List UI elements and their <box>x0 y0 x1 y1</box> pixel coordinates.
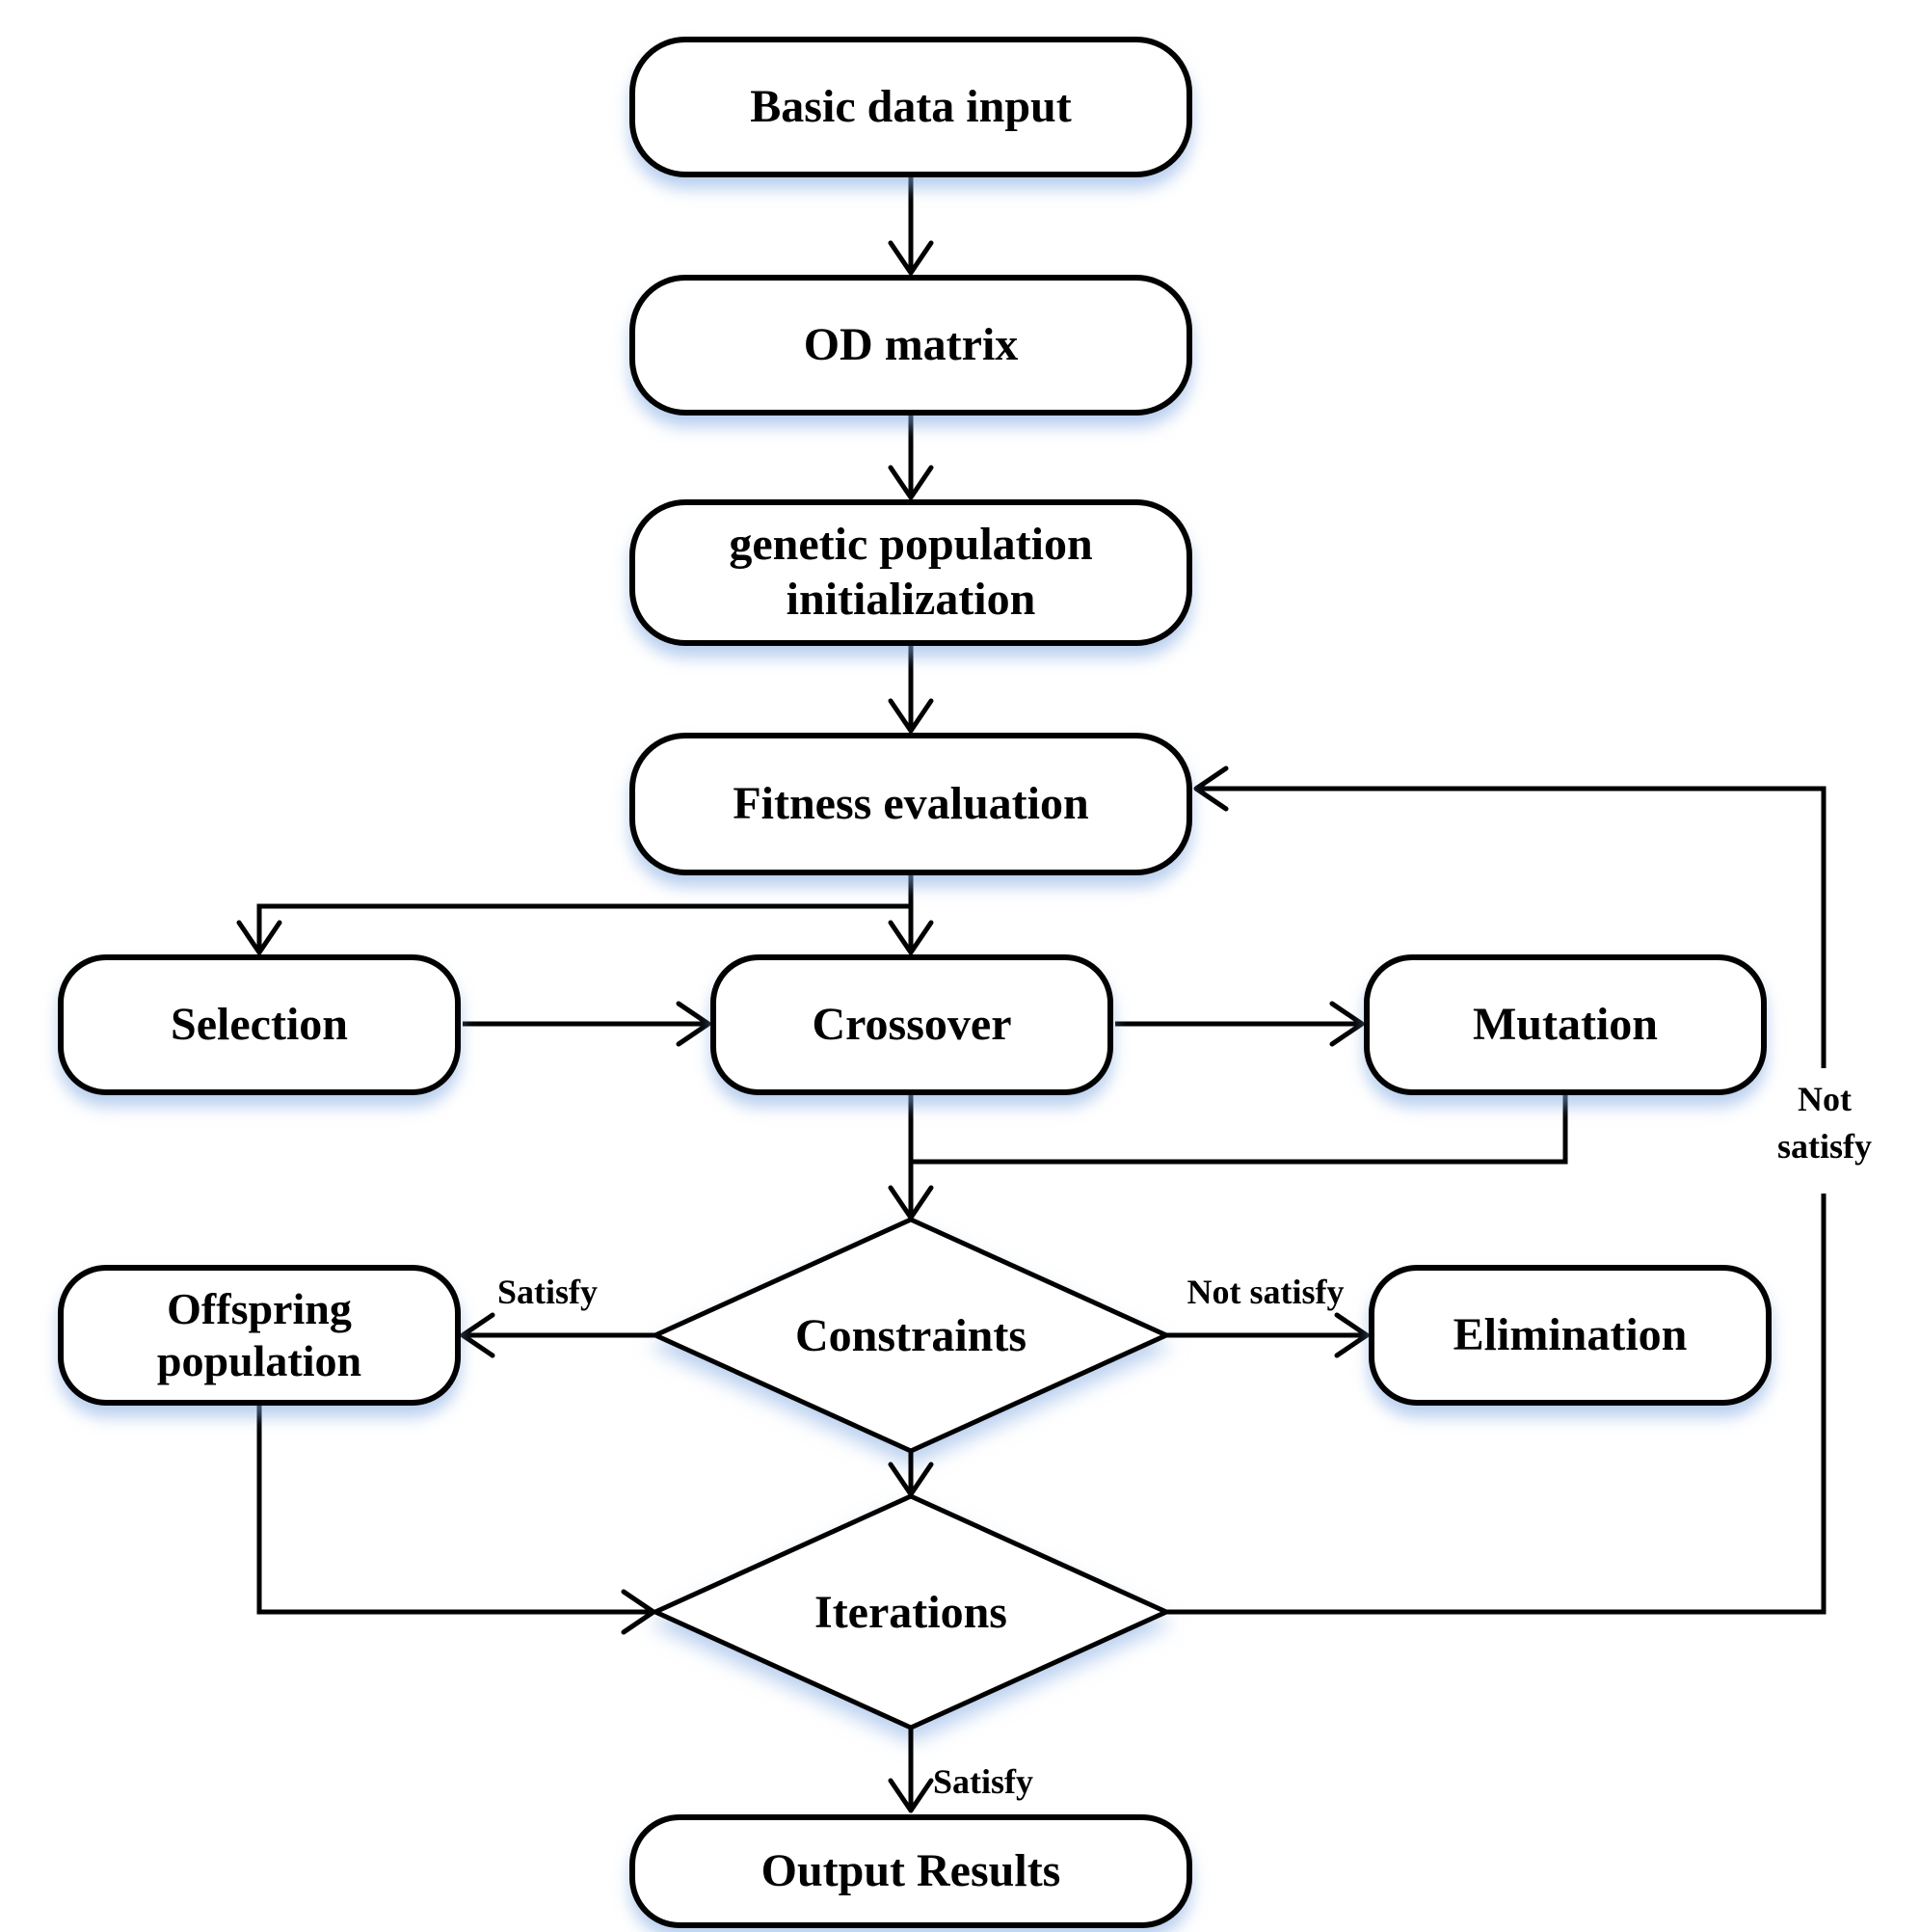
arrowhead-into-genetic-population <box>888 465 934 500</box>
connector-loop-lower <box>1166 1194 1827 1615</box>
connector-mutation-join <box>909 1095 1568 1165</box>
arrowhead-into-crossover-top <box>888 920 934 955</box>
node-mutation: Mutation <box>1364 954 1767 1095</box>
edge-label-satisfy-left: Satisfy <box>496 1273 598 1311</box>
connector-loop-upper <box>1200 786 1827 1068</box>
node-constraints-label: Constraints <box>794 1309 1027 1361</box>
arrowhead-into-offspring-right <box>460 1312 495 1358</box>
node-iterations-label: Iterations <box>814 1586 1007 1638</box>
connector-fitness-branch-to-selection <box>256 903 911 949</box>
arrowhead-into-crossover-left <box>676 1001 711 1047</box>
arrowhead-into-fitness-right <box>1193 765 1229 812</box>
arrowhead-into-output-top <box>888 1778 934 1813</box>
arrowhead-into-elimination-left <box>1334 1312 1370 1358</box>
arrowhead-into-mutation-left <box>1329 1001 1365 1047</box>
node-genetic-population-initialization: genetic population initialization <box>629 499 1192 646</box>
node-basic-data-input: Basic data input <box>629 37 1192 177</box>
node-crossover: Crossover <box>710 954 1113 1095</box>
node-selection: Selection <box>58 954 461 1095</box>
arrowhead-into-selection-top <box>236 920 282 955</box>
arrowhead-into-od-matrix <box>888 240 934 276</box>
arrowhead-into-fitness <box>888 698 934 734</box>
node-offspring-population: Offspring population <box>58 1265 461 1406</box>
connector-offspring-to-iterations <box>256 1406 650 1615</box>
arrowhead-into-iterations-left <box>621 1589 656 1635</box>
edge-label-not-satisfy-loop: Not satisfy <box>1777 1080 1872 1166</box>
node-od-matrix: OD matrix <box>629 275 1192 416</box>
node-elimination: Elimination <box>1369 1265 1772 1406</box>
node-output-results: Output Results <box>629 1814 1192 1928</box>
edge-label-satisfy-bottom: Satisfy <box>933 1762 1034 1801</box>
edge-label-not-satisfy-right: Not satisfy <box>1187 1273 1345 1311</box>
node-fitness-evaluation: Fitness evaluation <box>629 733 1192 875</box>
